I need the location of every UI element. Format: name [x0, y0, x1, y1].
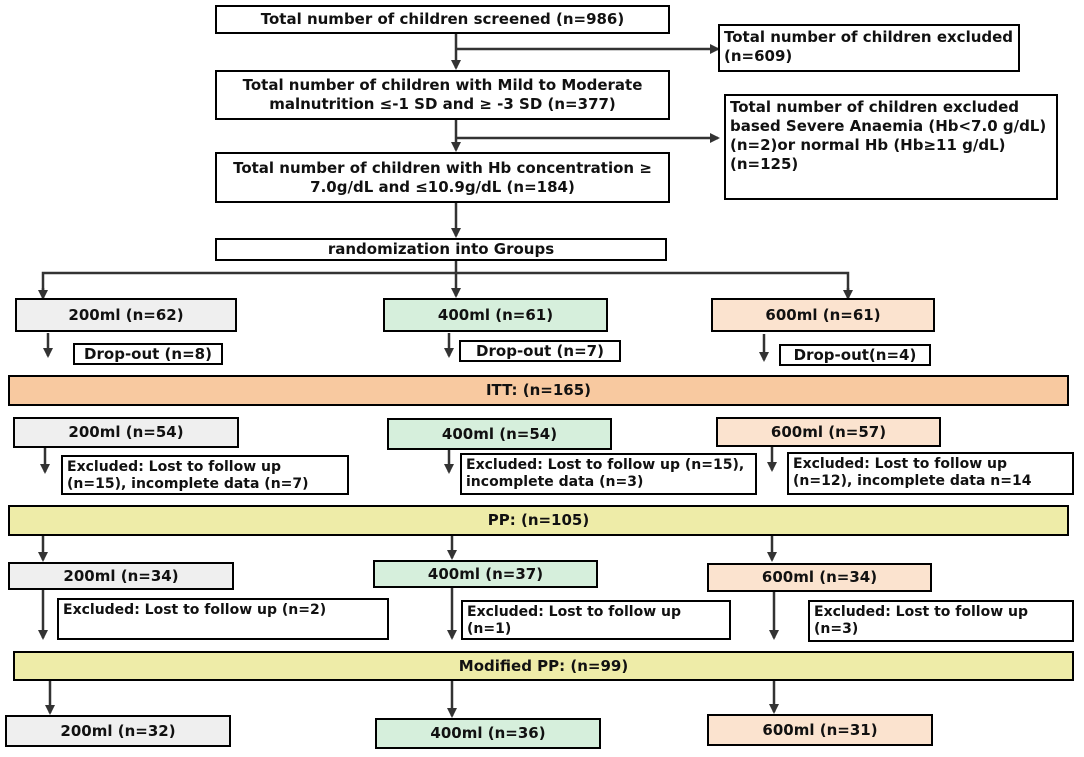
dropout-600-box: Drop-out(n=4): [779, 344, 931, 366]
pp-excluded-400-box: Excluded: Lost to follow up (n=1): [461, 600, 731, 640]
modified-pp-bar: Modified PP: (n=99): [13, 651, 1074, 681]
mpp-group-200-box: 200ml (n=32): [5, 715, 231, 747]
screened-box: Total number of children screened (n=986…: [215, 5, 670, 34]
pp-group-600-box: 600ml (n=34): [707, 563, 932, 592]
randomization-box: randomization into Groups: [215, 238, 667, 261]
mpp-group-600-box: 600ml (n=31): [707, 714, 933, 746]
itt-group-200-box: 200ml (n=54): [13, 417, 239, 448]
dropout-200-box: Drop-out (n=8): [73, 343, 223, 365]
pp-bar: PP: (n=105): [8, 505, 1069, 536]
group-400-box: 400ml (n=61): [383, 298, 608, 332]
pp-excluded-600-box: Excluded: Lost to follow up (n=3): [808, 600, 1074, 642]
hb-box: Total number of children with Hb concent…: [215, 152, 670, 203]
group-600-box: 600ml (n=61): [711, 298, 935, 332]
excluded-box-1: Total number of children excluded (n=609…: [718, 24, 1020, 72]
itt-excluded-400-box: Excluded: Lost to follow up (n=15), inco…: [460, 453, 757, 495]
excluded-box-2: Total number of children excluded based …: [724, 94, 1058, 200]
pp-group-200-box: 200ml (n=34): [8, 562, 234, 590]
malnutrition-box: Total number of children with Mild to Mo…: [215, 70, 670, 120]
itt-excluded-200-box: Excluded: Lost to follow up (n=15), inco…: [61, 455, 349, 495]
mpp-group-400-box: 400ml (n=36): [375, 718, 601, 749]
itt-group-600-box: 600ml (n=57): [716, 417, 941, 447]
itt-bar: ITT: (n=165): [8, 375, 1069, 406]
dropout-400-box: Drop-out (n=7): [459, 340, 621, 362]
group-200-box: 200ml (n=62): [15, 298, 237, 332]
itt-group-400-box: 400ml (n=54): [387, 418, 612, 450]
itt-excluded-600-box: Excluded: Lost to follow up (n=12), inco…: [787, 452, 1074, 495]
pp-excluded-200-box: Excluded: Lost to follow up (n=2): [57, 598, 389, 640]
pp-group-400-box: 400ml (n=37): [373, 560, 598, 588]
